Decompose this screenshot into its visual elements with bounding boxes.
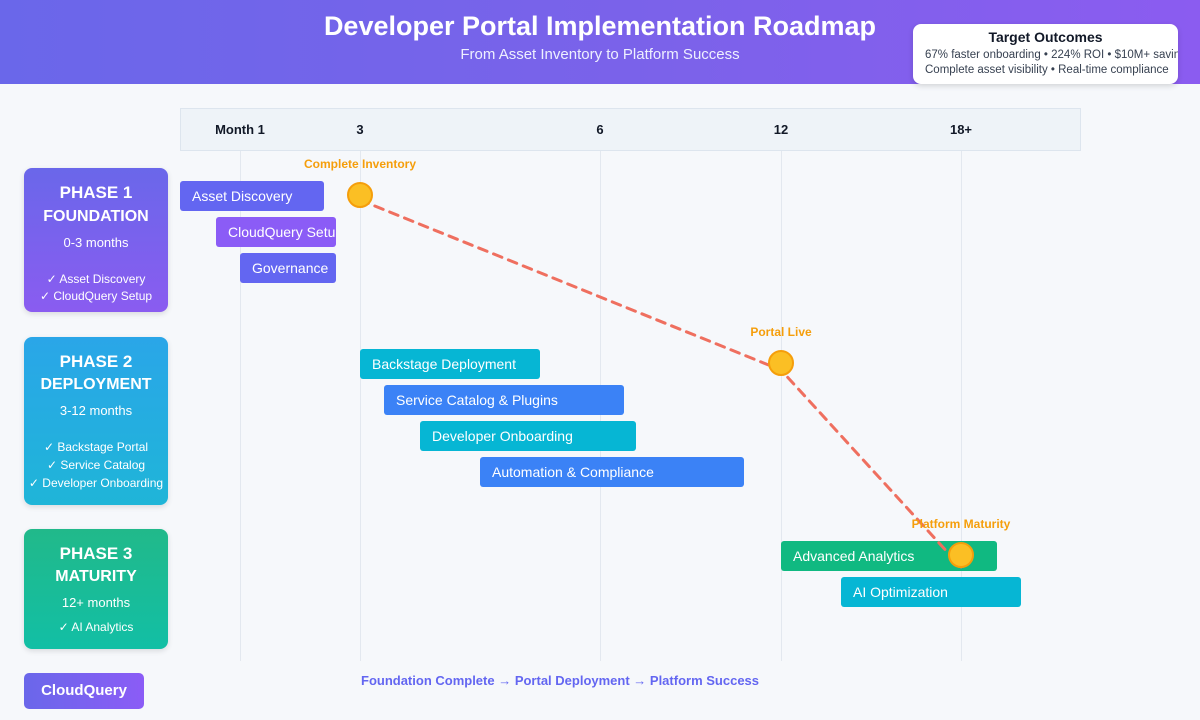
- gridline: [781, 151, 782, 661]
- cloudquery-logo: CloudQuery: [24, 673, 144, 709]
- phase-subtitle: MATURITY: [55, 568, 137, 585]
- phase-item: ✓ Backstage Portal: [43, 440, 149, 454]
- phase-item: ✓ AI Analytics: [58, 620, 134, 634]
- phase-subtitle: FOUNDATION: [43, 208, 149, 225]
- milestone-connector-line: [358, 198, 963, 569]
- milestone-label: Platform Maturity: [911, 517, 1011, 531]
- month-label: 18+: [949, 122, 973, 137]
- target-outcomes-title: Target Outcomes: [988, 29, 1103, 45]
- month-label: 12: [773, 122, 789, 137]
- target-outcomes-card: Target Outcomes 67% faster onboarding • …: [913, 24, 1178, 84]
- phase-card-foundation: PHASE 1 FOUNDATION 0-3 months ✓ Asset Di…: [24, 168, 168, 312]
- phase-item: ✓ Asset Discovery: [46, 272, 146, 286]
- milestone-label: Portal Live: [750, 325, 812, 339]
- phase-duration: 12+ months: [61, 595, 131, 610]
- milestone-marker-icon: [347, 182, 373, 208]
- target-outcomes-line: Complete asset visibility • Real-time co…: [925, 64, 1169, 76]
- phase-subtitle: DEPLOYMENT: [40, 376, 152, 393]
- phase-duration: 3-12 months: [59, 403, 133, 418]
- page-subtitle: From Asset Inventory to Platform Success: [460, 46, 740, 63]
- phase-name: PHASE 1: [59, 183, 133, 202]
- month-label: Month 1: [215, 122, 265, 137]
- task-bar-automation-compliance: Automation & Compliance: [480, 457, 744, 487]
- gridline: [360, 151, 361, 661]
- page-title: Developer Portal Implementation Roadmap: [323, 11, 877, 41]
- phase-name: PHASE 3: [59, 544, 133, 563]
- milestone-label: Complete Inventory: [303, 157, 417, 171]
- milestone-marker-icon: [768, 350, 794, 376]
- task-bar-backstage-deployment: Backstage Deployment: [360, 349, 540, 379]
- task-bar-ai-optimization: AI Optimization: [841, 577, 1021, 607]
- target-outcomes-line: 67% faster onboarding • 224% ROI • $10M+…: [925, 49, 1178, 61]
- phase-duration: 0-3 months: [63, 235, 129, 250]
- month-label: 3: [356, 122, 364, 137]
- milestone-marker-icon: [948, 542, 974, 568]
- phase-name: PHASE 2: [59, 352, 133, 371]
- task-bar-governance: Governance: [240, 253, 336, 283]
- task-bar-asset-discovery: Asset Discovery: [180, 181, 324, 211]
- timeline-header: [180, 108, 1081, 151]
- task-bar-cloudquery-setup: CloudQuery Setup: [216, 217, 336, 247]
- task-bar-service-catalog-plugins: Service Catalog & Plugins: [384, 385, 624, 415]
- task-bar-developer-onboarding: Developer Onboarding: [420, 421, 636, 451]
- phase-card-deployment: PHASE 2 DEPLOYMENT 3-12 months ✓ Backsta…: [24, 337, 168, 505]
- phase-item: ✓ Developer Onboarding: [28, 476, 164, 490]
- phase-item: ✓ CloudQuery Setup: [39, 289, 153, 303]
- phase-item: ✓ Service Catalog: [46, 458, 146, 472]
- phase-card-maturity: PHASE 3 MATURITY 12+ months ✓ AI Analyti…: [24, 529, 168, 649]
- footer-flow-text: Foundation Complete → Portal Deployment …: [361, 673, 760, 688]
- gridline: [240, 151, 241, 661]
- month-label: 6: [596, 122, 604, 137]
